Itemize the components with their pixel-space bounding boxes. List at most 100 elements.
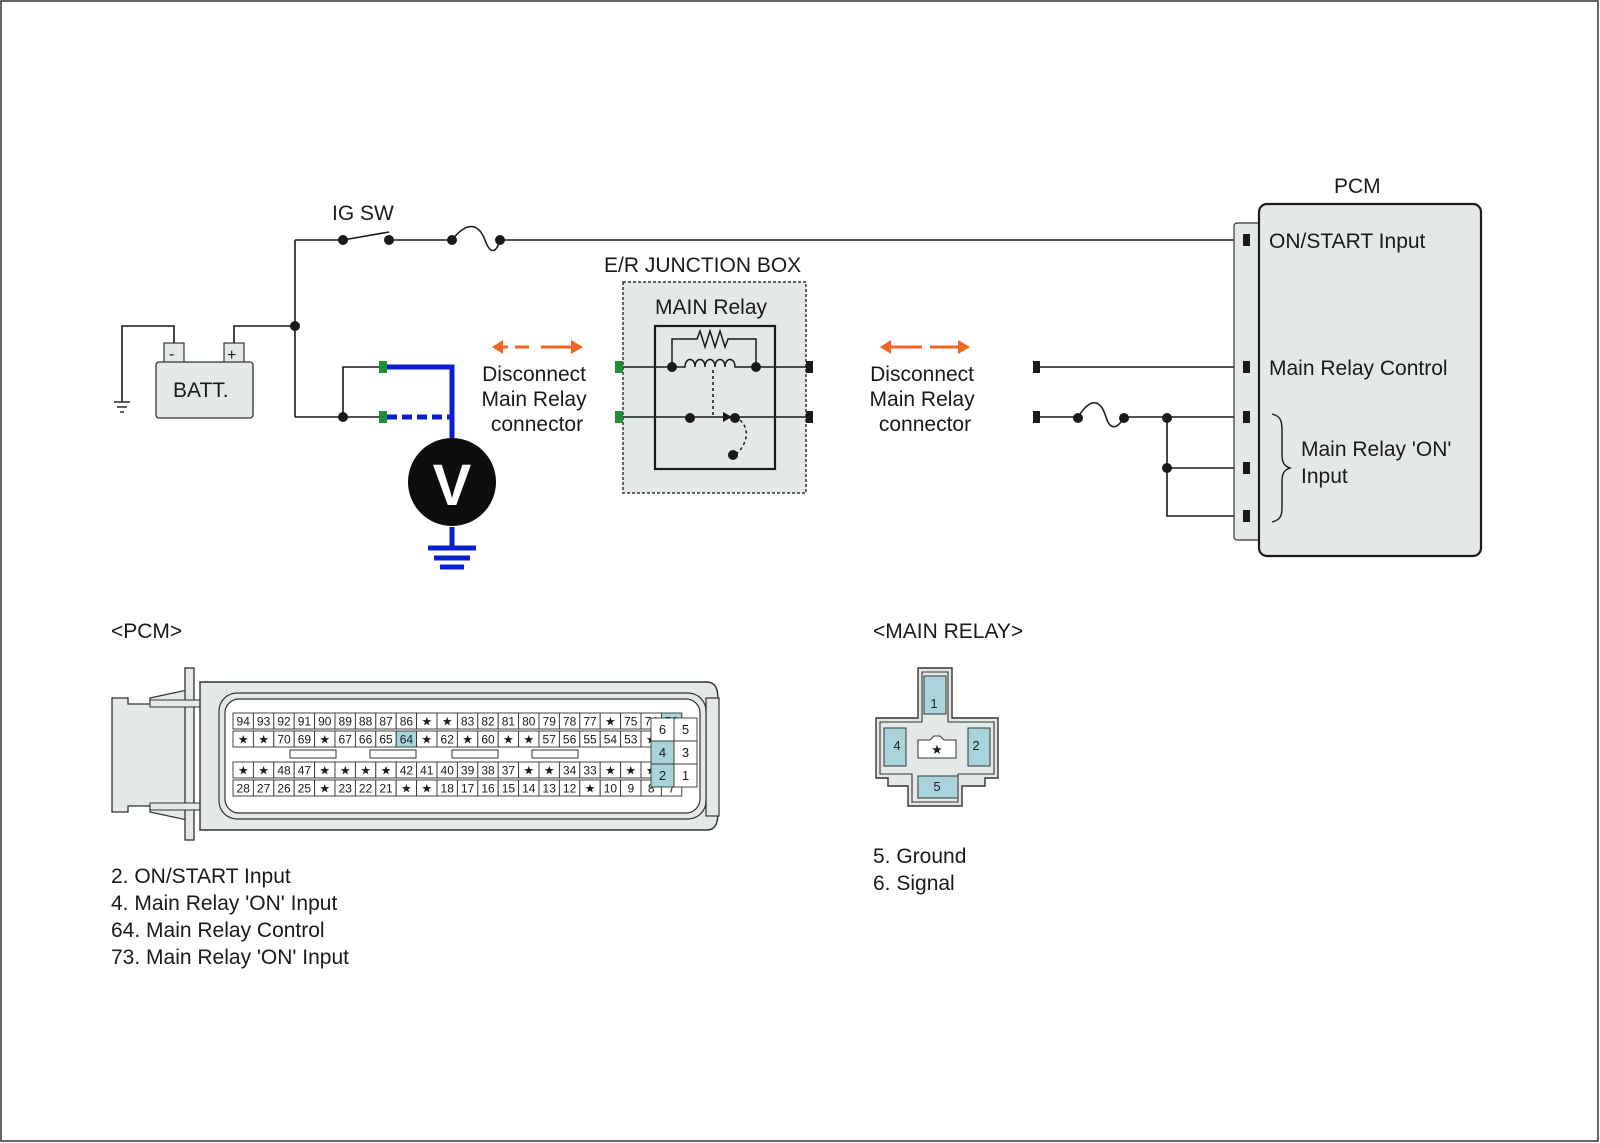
- terminal-black: [806, 361, 813, 373]
- pcm-pin-label: ★: [523, 764, 534, 778]
- pcm-side-pin-label: 1: [682, 768, 689, 783]
- pcm-pin-label: 34: [563, 764, 577, 778]
- pcm-pin-label: 80: [522, 715, 536, 729]
- pcm-pin-label: 78: [563, 715, 577, 729]
- pcm-pin-label: 86: [400, 715, 414, 729]
- relay-legend-item: 5. Ground: [873, 845, 966, 868]
- terminal-black: [806, 411, 813, 423]
- pcm-pin-label: 37: [502, 764, 516, 778]
- pcm-pin-label: 64: [400, 733, 414, 747]
- pcm-pin-label: 12: [563, 782, 577, 796]
- pcm-pin-label: ★: [401, 782, 412, 796]
- terminal-green: [379, 361, 387, 373]
- pcm-pin-label: 18: [441, 782, 455, 796]
- terminal-green: [615, 411, 623, 423]
- pcm-pin-label: 38: [481, 764, 495, 778]
- terminal-black: [1033, 361, 1040, 373]
- pcm-pin-label: ★: [585, 782, 596, 796]
- pcm-pin-label: 70: [277, 733, 291, 747]
- pcm-wire-nodes: [1073, 413, 1172, 473]
- pcm-pin-label: 42: [400, 764, 414, 778]
- pcm-pin-label: 87: [379, 715, 393, 729]
- pcm-pin-label: 16: [481, 782, 495, 796]
- pcm-pin-label: ★: [238, 733, 249, 747]
- contact-arrow: [723, 412, 732, 422]
- pcm-main-relay-on-label: Main Relay 'ON' Input: [1301, 438, 1457, 488]
- pcm-pin-label: 93: [257, 715, 271, 729]
- relay-internals: [621, 328, 806, 456]
- pcm-pin-label: 7: [668, 782, 675, 796]
- pcm-pin-label: ★: [319, 764, 330, 778]
- battery: - + BATT.: [155, 342, 254, 419]
- pcm-pin-label: 90: [318, 715, 332, 729]
- pcm-pin-label: ★: [381, 764, 392, 778]
- main-relay-box: [653, 324, 777, 471]
- pcm-pin-label: 69: [298, 733, 312, 747]
- voltmeter-icon: V: [408, 438, 496, 526]
- pcm-legend: 2. ON/START Input 4. Main Relay 'ON' Inp…: [111, 865, 349, 969]
- relay-legend: 5. Ground 6. Signal: [873, 845, 972, 895]
- pcm-pin-label: 39: [461, 764, 475, 778]
- pcm-legend-item: 64. Main Relay Control: [111, 919, 325, 942]
- pcm-pin-label: ★: [258, 764, 269, 778]
- ig-switch-label: IG SW: [332, 202, 394, 225]
- relay-connector-title: <MAIN RELAY>: [873, 620, 1023, 643]
- pcm-pin-label: ★: [340, 764, 351, 778]
- relay-pin-4: 4: [893, 738, 900, 753]
- pcm-terminals: [1243, 234, 1250, 522]
- pcm-pin-label: 23: [339, 782, 353, 796]
- pcm-title: PCM: [1334, 175, 1381, 198]
- pcm-pin-label: 54: [604, 733, 618, 747]
- pcm-pin-label: 94: [237, 715, 251, 729]
- main-relay-title: MAIN Relay: [655, 296, 768, 319]
- junction-nodes: [290, 235, 505, 422]
- pcm-pin-label: ★: [544, 764, 555, 778]
- pcm-pin-label: 91: [298, 715, 312, 729]
- pcm-on-start-label: ON/START Input: [1269, 230, 1426, 253]
- pcm-pin-label: ★: [258, 733, 269, 747]
- pcm-pin-label: 75: [624, 715, 638, 729]
- disconnect-label-right: Disconnect Main Relay connector: [870, 363, 981, 436]
- pcm-pin-label: 67: [339, 733, 353, 747]
- pcm-pin-label: 82: [481, 715, 495, 729]
- battery-minus-label: -: [169, 346, 174, 363]
- pcm-pin-label: 27: [257, 782, 271, 796]
- pcm-pin-label: ★: [238, 764, 249, 778]
- pcm-pin-label: 83: [461, 715, 475, 729]
- pcm-pin-label: ★: [523, 733, 534, 747]
- pcm-pin-label: 66: [359, 733, 373, 747]
- pcm-pin-label: ★: [421, 715, 432, 729]
- pcm-pin-label: ★: [360, 764, 371, 778]
- relay-legend-item: 6. Signal: [873, 872, 955, 895]
- pcm-pin-label: 25: [298, 782, 312, 796]
- pcm-connector-strip: [1233, 222, 1263, 541]
- pcm-pin-label: ★: [625, 764, 636, 778]
- pcm-legend-item: 2. ON/START Input: [111, 865, 291, 888]
- pcm-side-pin-label: 3: [682, 745, 689, 760]
- pcm-pin-label: 10: [604, 782, 618, 796]
- battery-plus-label: +: [227, 347, 236, 364]
- arrow-head-right: [571, 340, 583, 354]
- pcm-pin-label: ★: [319, 782, 330, 796]
- pcm-pin-label: 9: [627, 782, 634, 796]
- disconnect-label-left: Disconnect Main Relay connector: [482, 363, 593, 436]
- relay-connector: 1 4 2 5 ★: [875, 667, 999, 807]
- pcm-pin-label: 92: [277, 715, 291, 729]
- arrow-head-left: [492, 340, 503, 354]
- terminal-green: [379, 411, 387, 423]
- relay-pin-1: 1: [930, 696, 937, 711]
- pcm-pin-label: ★: [605, 715, 616, 729]
- input-brace: [1271, 413, 1293, 523]
- pcm-side-pin-label: 6: [659, 722, 666, 737]
- pcm-pin-label: ★: [605, 764, 616, 778]
- voltmeter-ground: [428, 545, 476, 570]
- pcm-wires: [1037, 366, 1245, 517]
- pcm-pin-label: 8: [648, 782, 655, 796]
- pcm-pin-label: 47: [298, 764, 312, 778]
- pcm-pin-label: ★: [503, 733, 514, 747]
- pcm-pin-label: ★: [319, 733, 330, 747]
- terminal-green: [615, 361, 623, 373]
- pcm-pin-label: 48: [277, 764, 291, 778]
